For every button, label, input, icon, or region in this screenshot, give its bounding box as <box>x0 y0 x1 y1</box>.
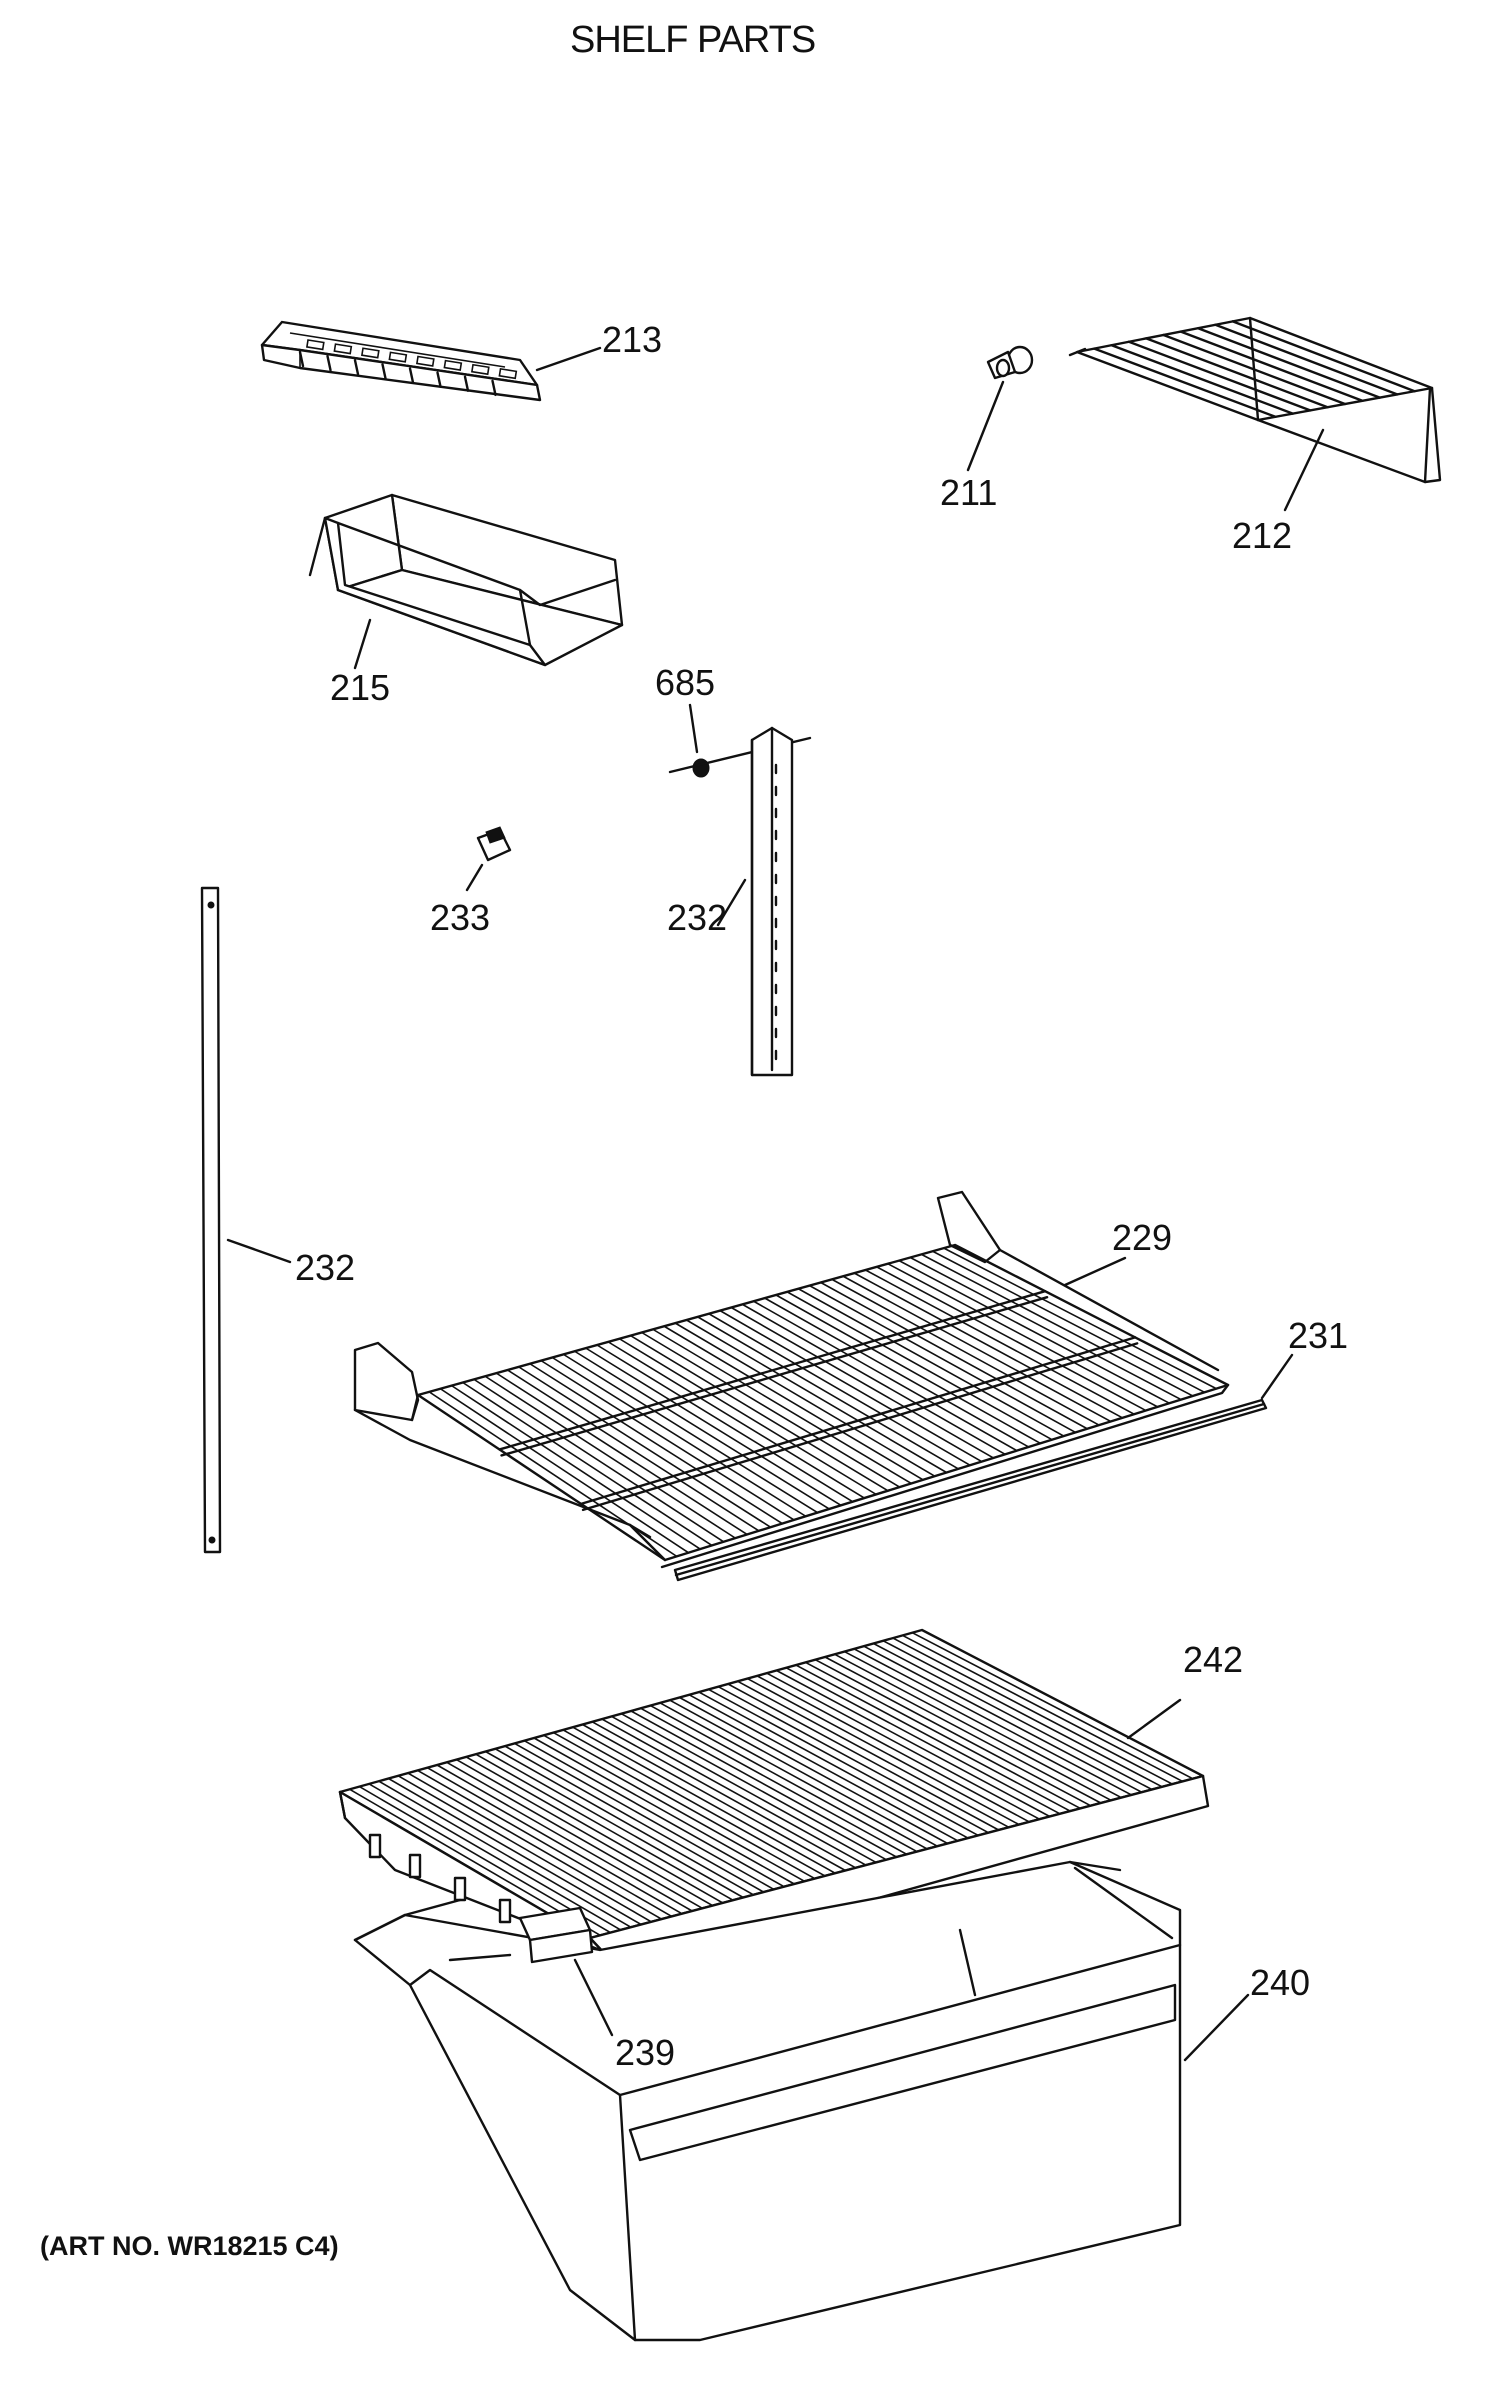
leader-212 <box>1283 428 1325 512</box>
callout-229: 229 <box>1112 1217 1172 1258</box>
leader-215 <box>353 618 372 670</box>
leader-240 <box>1183 1993 1250 2062</box>
leader-231 <box>1260 1353 1294 1400</box>
leader-685 <box>688 703 699 754</box>
part-232-shelf-standard-center <box>716 726 794 1077</box>
part-239-crisper-support <box>518 1906 614 2037</box>
leader-232-center <box>716 878 747 927</box>
callout-231: 231 <box>1288 1315 1348 1356</box>
part-211-shelf-stud <box>966 345 1034 472</box>
callout-213: 213 <box>602 319 662 360</box>
callout-232-left: 232 <box>295 1247 355 1288</box>
callout-240: 240 <box>1250 1962 1310 2003</box>
part-231-trim-strip <box>673 1353 1294 1582</box>
diagram-title: SHELF PARTS <box>570 19 815 61</box>
part-240-crisper-drawer <box>353 1860 1250 2342</box>
callout-239: 239 <box>615 2032 675 2073</box>
leader-211 <box>966 380 1005 472</box>
part-242-crisper-cover <box>338 1628 1210 1972</box>
callout-233: 233 <box>430 897 490 938</box>
leader-229 <box>1063 1256 1127 1287</box>
part-213-ice-tray <box>260 320 602 402</box>
leader-239 <box>573 1958 614 2037</box>
leader-213 <box>535 346 602 372</box>
callout-685: 685 <box>655 662 715 703</box>
leader-233 <box>465 863 484 892</box>
part-215-bin <box>308 493 624 670</box>
part-232-vertical-strip-left <box>200 886 292 1554</box>
leader-242 <box>1126 1698 1182 1740</box>
art-number: (ART NO. WR18215 C4) <box>40 2231 339 2261</box>
part-229-wire-shelf-large <box>353 1190 1230 1569</box>
callout-212: 212 <box>1232 515 1292 556</box>
callout-242: 242 <box>1183 1639 1243 1680</box>
leader-232-left <box>226 1238 292 1264</box>
callout-232-center: 232 <box>667 897 727 938</box>
part-233-clip <box>465 826 512 892</box>
callout-211: 211 <box>940 472 997 513</box>
callout-215: 215 <box>330 667 390 708</box>
part-212-wire-shelf-small <box>1068 316 1442 512</box>
